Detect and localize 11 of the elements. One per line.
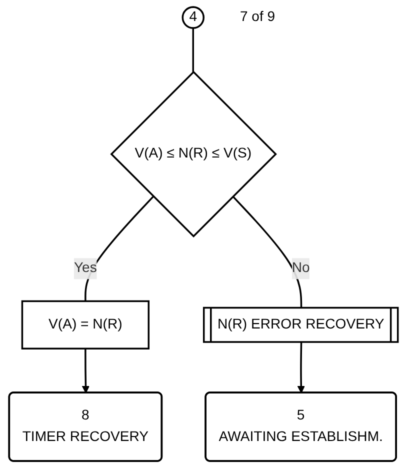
- connector: [192, 28, 194, 72]
- edge-label: No: [292, 260, 310, 276]
- edge-label: Yes: [74, 260, 97, 276]
- connector: [84, 196, 154, 302]
- node-box: V(A) = N(R): [21, 300, 150, 350]
- node-diamond: V(A) ≤ N(R) ≤ V(S): [110, 70, 277, 238]
- node-circle: 4: [182, 6, 204, 29]
- connector: [232, 196, 302, 308]
- node-caption: 7 of 9: [240, 8, 276, 24]
- arrow: [297, 342, 305, 394]
- arrow: [82, 348, 90, 394]
